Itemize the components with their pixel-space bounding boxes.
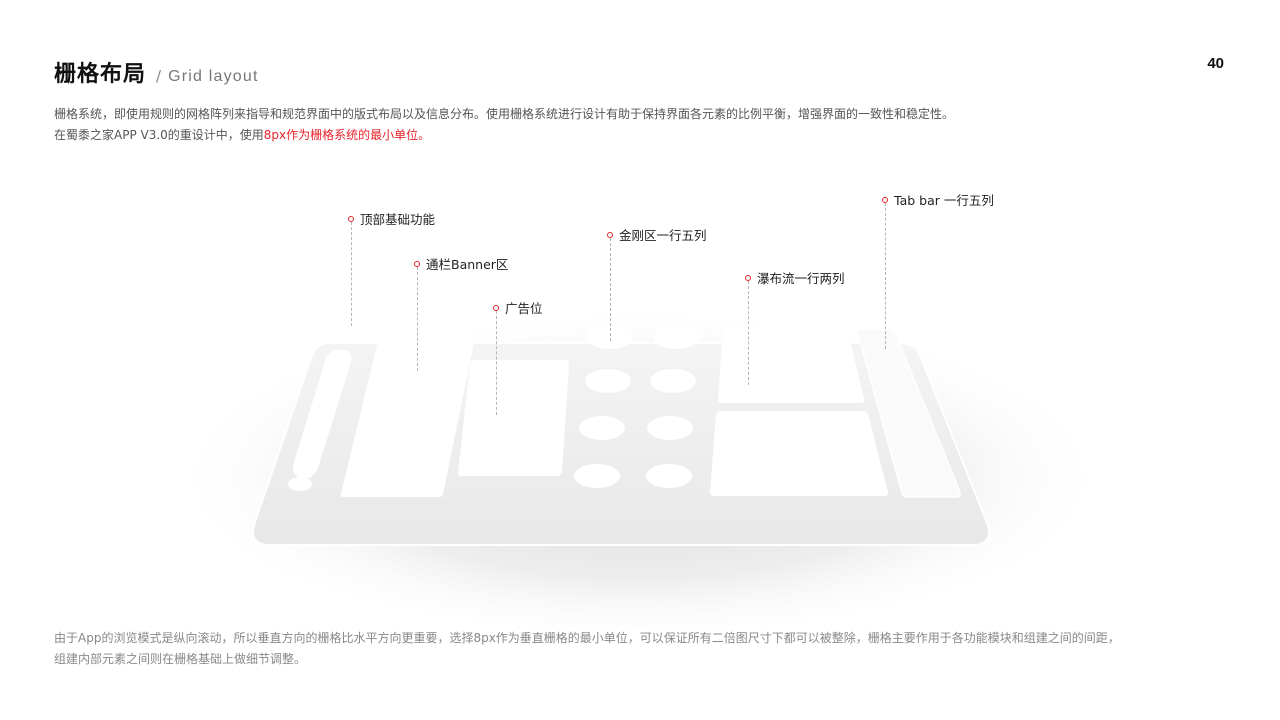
footer-paragraph: 由于App的浏览模式是纵向滚动，所以垂直方向的栅格比水平方向更重要，选择8px作… bbox=[54, 628, 1234, 670]
callout-waterfall: 瀑布流一行两列 bbox=[745, 268, 845, 287]
callout-label: 广告位 bbox=[505, 301, 543, 316]
top-basic-pill bbox=[293, 349, 352, 479]
intro-paragraph: 栅格系统，即使用规则的网格阵列来指导和规范界面中的版式布局以及信息分布。使用栅格… bbox=[54, 104, 1234, 146]
marker-dot-icon bbox=[348, 215, 354, 222]
leader-line-banner bbox=[417, 267, 418, 371]
top-basic-circle bbox=[339, 327, 365, 341]
banner-block bbox=[340, 325, 477, 497]
kingkong-circles bbox=[574, 325, 699, 488]
leader-line-tabbar bbox=[885, 203, 886, 349]
top-basic-small-circle bbox=[288, 477, 312, 491]
waterfall-block-top bbox=[718, 325, 865, 403]
callout-banner: 通栏Banner区 bbox=[414, 254, 508, 273]
footer-line-2: 组建内部元素之间则在栅格基础上做细节调整。 bbox=[54, 652, 307, 666]
callout-top-basic: 顶部基础功能 bbox=[348, 209, 435, 228]
marker-dot-icon bbox=[745, 274, 751, 281]
callout-label: Tab bar 一行五列 bbox=[894, 193, 994, 208]
tabbar-block bbox=[857, 328, 961, 498]
ad-block bbox=[457, 360, 569, 476]
intro-line-2-prefix: 在蜀黍之家APP V3.0的重设计中，使用 bbox=[54, 128, 264, 142]
leader-line-ad bbox=[496, 311, 497, 415]
marker-dot-icon bbox=[882, 196, 888, 203]
callout-kingkong: 金刚区一行五列 bbox=[607, 225, 707, 244]
callout-label: 金刚区一行五列 bbox=[619, 228, 707, 243]
intro-line-2: 在蜀黍之家APP V3.0的重设计中，使用8px作为栅格系统的最小单位。 bbox=[54, 125, 1234, 146]
callout-tabbar: Tab bar 一行五列 bbox=[882, 190, 994, 209]
leader-line-waterfall bbox=[748, 281, 749, 385]
callout-label: 瀑布流一行两列 bbox=[757, 271, 845, 286]
leader-line-kingkong bbox=[610, 238, 611, 341]
intro-line-1: 栅格系统，即使用规则的网格阵列来指导和规范界面中的版式布局以及信息分布。使用栅格… bbox=[54, 107, 955, 121]
marker-dot-icon bbox=[607, 231, 613, 238]
callout-label: 顶部基础功能 bbox=[360, 212, 436, 227]
page-header: 栅格布局 / Grid layout bbox=[54, 56, 259, 88]
page-title: 栅格布局 bbox=[54, 62, 147, 87]
intro-highlight: 8px作为栅格系统的最小单位。 bbox=[263, 128, 431, 142]
waterfall-block-bottom bbox=[710, 411, 889, 496]
callout-label: 通栏Banner区 bbox=[426, 257, 509, 272]
title-separator: / bbox=[156, 67, 162, 85]
callout-ad: 广告位 bbox=[493, 298, 543, 317]
page-number: 40 bbox=[1207, 55, 1224, 72]
leader-line-top-basic bbox=[351, 222, 352, 326]
marker-dot-icon bbox=[414, 260, 420, 267]
marker-dot-icon bbox=[493, 304, 499, 311]
footer-line-1: 由于App的浏览模式是纵向滚动，所以垂直方向的栅格比水平方向更重要，选择8px作… bbox=[54, 631, 1120, 645]
page-subtitle: Grid layout bbox=[168, 68, 259, 85]
